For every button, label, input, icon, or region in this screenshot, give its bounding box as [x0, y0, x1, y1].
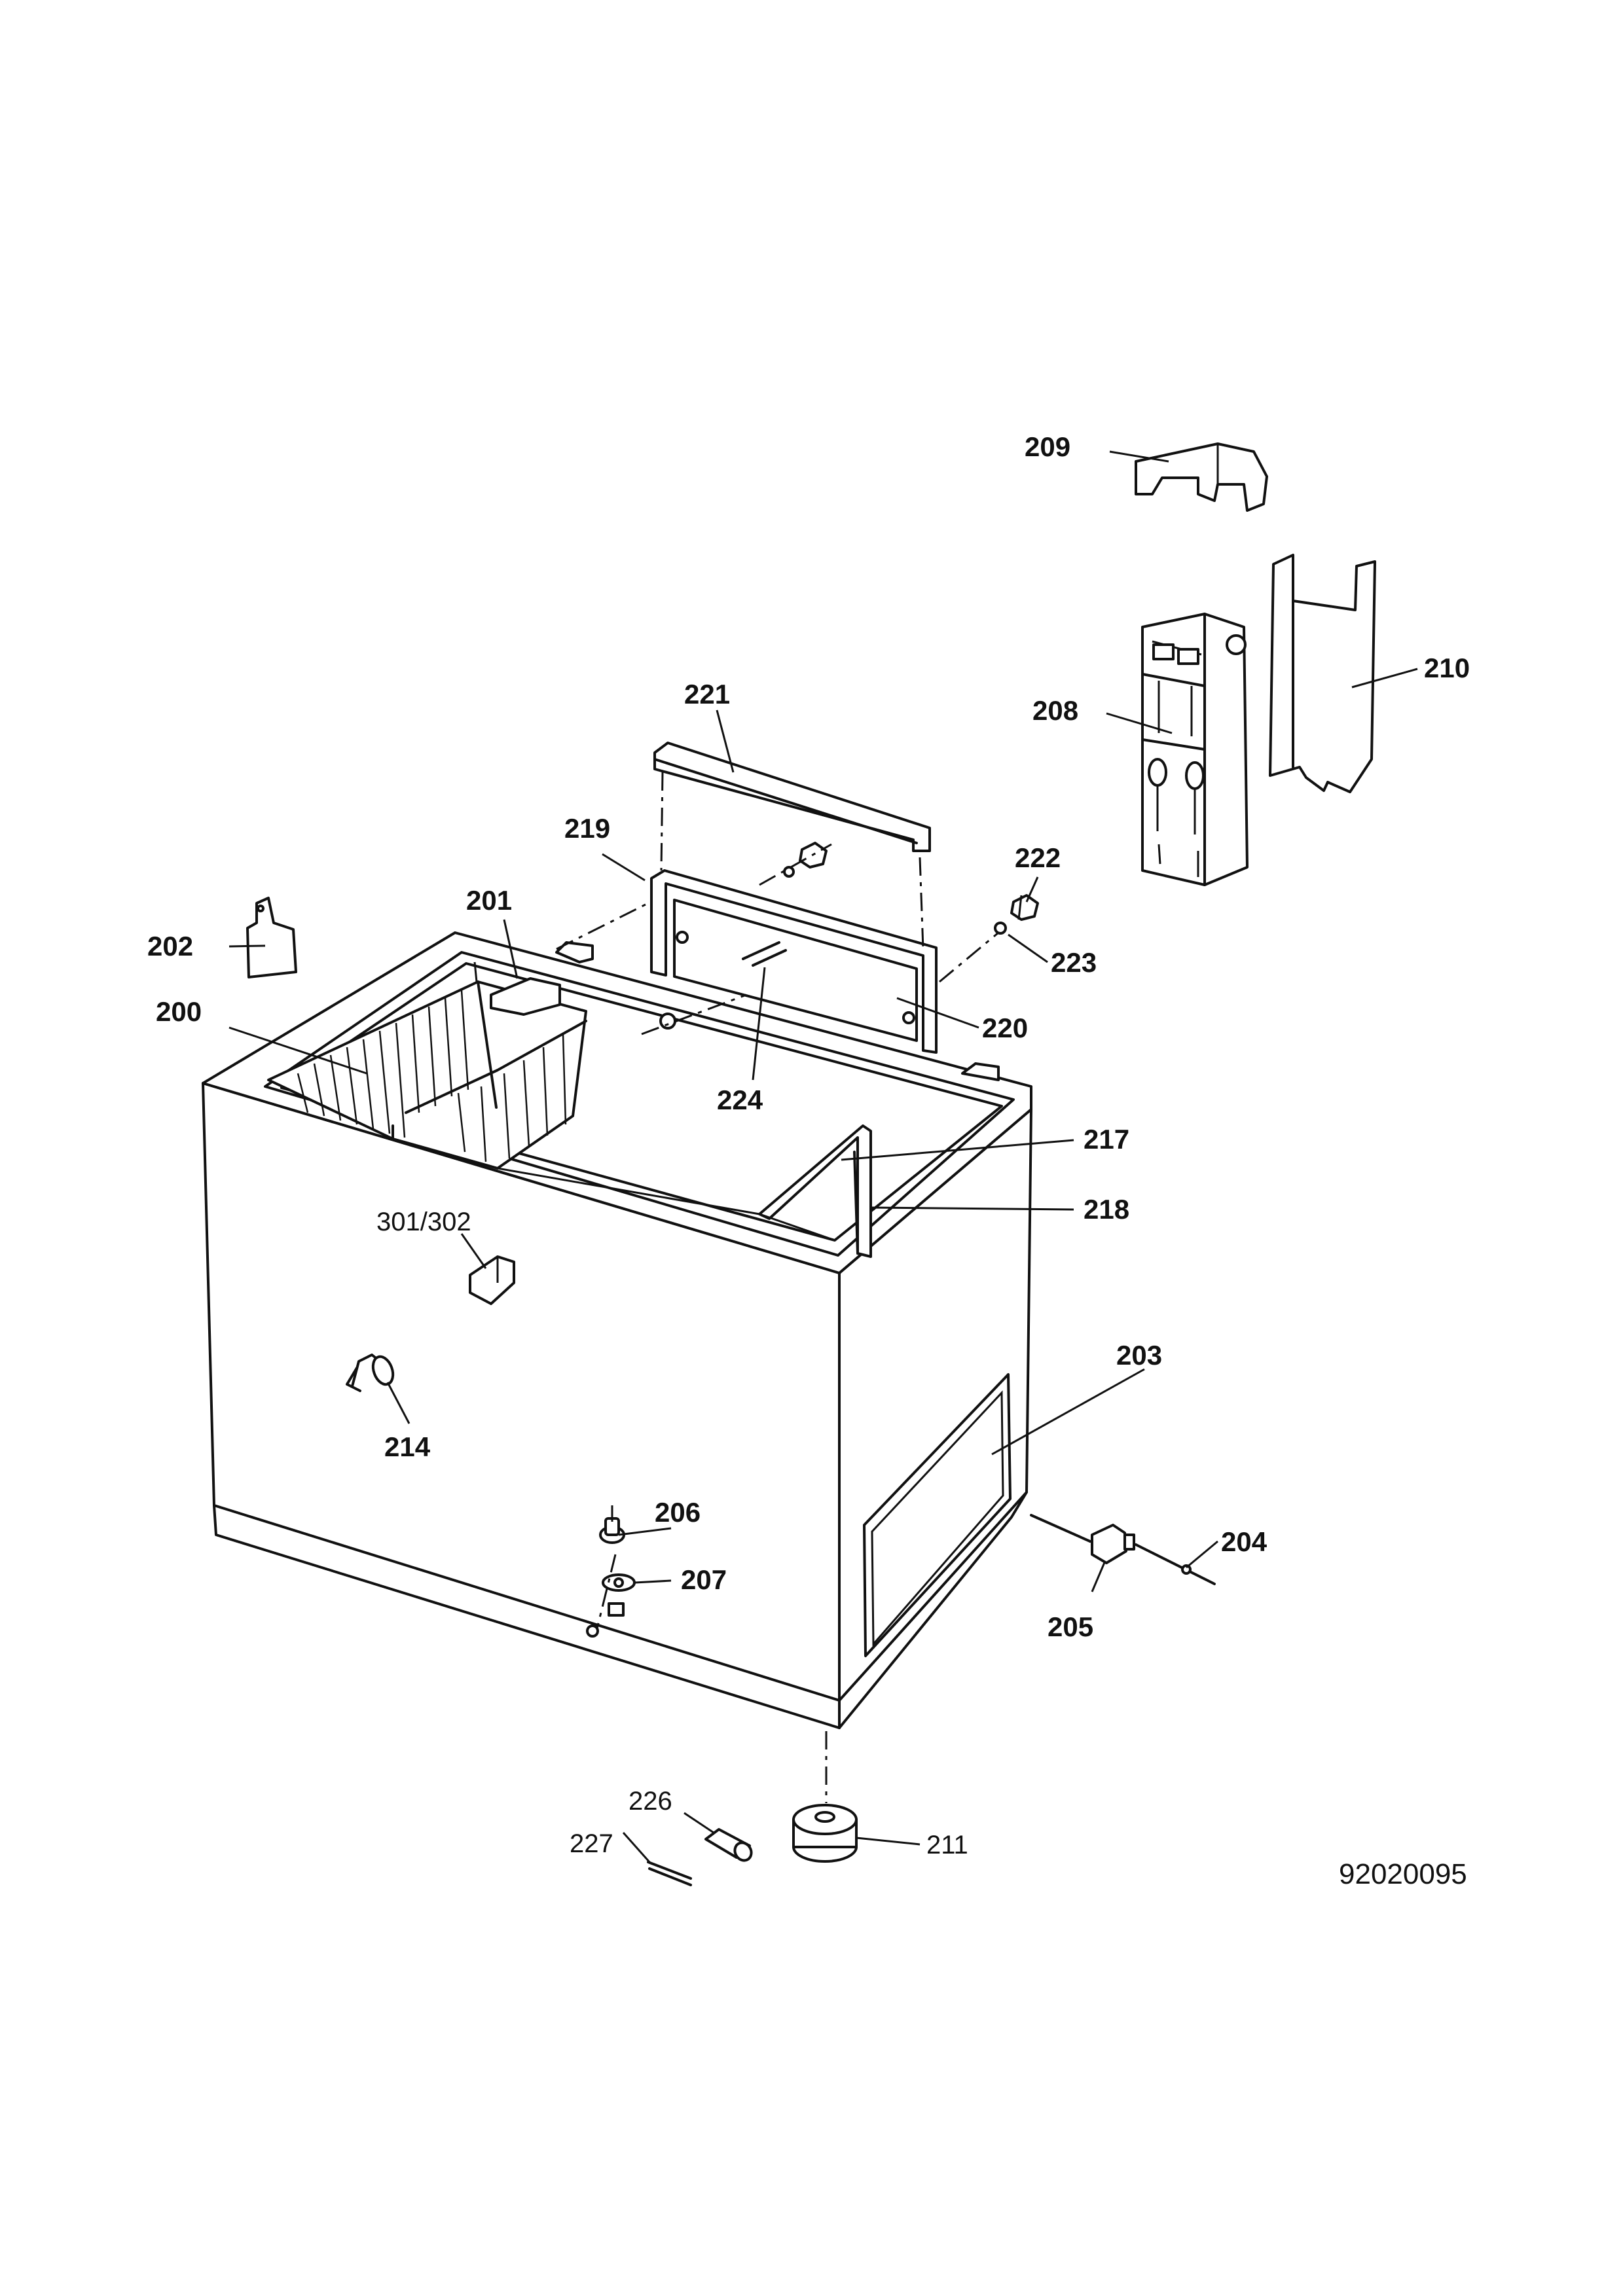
callout-220: 220: [982, 1013, 1028, 1043]
callout-206: 206: [655, 1497, 701, 1528]
callout-214: 214: [384, 1431, 431, 1462]
rear-hinge: [1030, 1514, 1216, 1585]
callout-200: 200: [156, 996, 202, 1027]
callout-202: 202: [147, 931, 193, 961]
pin: [647, 1861, 692, 1886]
freezer-cabinet: [202, 931, 1032, 1729]
callout-218: 218: [1084, 1194, 1129, 1225]
callout-201: 201: [466, 885, 512, 916]
document-number: 92020095: [1339, 1858, 1467, 1890]
callout-226: 226: [629, 1787, 672, 1816]
callout-222: 222: [1015, 842, 1061, 873]
callout-207: 207: [681, 1564, 727, 1595]
callout-211: 211: [926, 1831, 968, 1859]
callout-210: 210: [1424, 653, 1470, 683]
leader-lines: [228, 450, 1418, 1863]
callout-224: 224: [717, 1085, 763, 1115]
adjustable-foot: [792, 1731, 858, 1863]
lid-frame-assembly: [556, 742, 1039, 1054]
callout-209: 209: [1025, 431, 1070, 462]
callout-227: 227: [570, 1829, 613, 1858]
callout-labels: 209 210 208 221 219 222 201 202 223 220 …: [147, 431, 1470, 1890]
callout-221: 221: [684, 679, 730, 709]
callout-208: 208: [1032, 695, 1078, 726]
ice-scraper: [246, 897, 297, 978]
callout-203: 203: [1116, 1340, 1162, 1371]
callout-205: 205: [1048, 1611, 1093, 1642]
callout-223: 223: [1051, 947, 1097, 978]
indicator-lamp: [346, 1354, 395, 1392]
drain-plug: [704, 1828, 753, 1862]
wire-basket: [267, 980, 587, 1170]
control-housing: [1135, 442, 1376, 886]
callout-301-302: 301/302: [376, 1208, 471, 1236]
callout-204: 204: [1221, 1526, 1267, 1557]
callout-219: 219: [564, 813, 610, 844]
callout-217: 217: [1084, 1124, 1129, 1155]
screw-222: [1010, 894, 1039, 921]
thermostat-knob: [586, 1505, 636, 1638]
